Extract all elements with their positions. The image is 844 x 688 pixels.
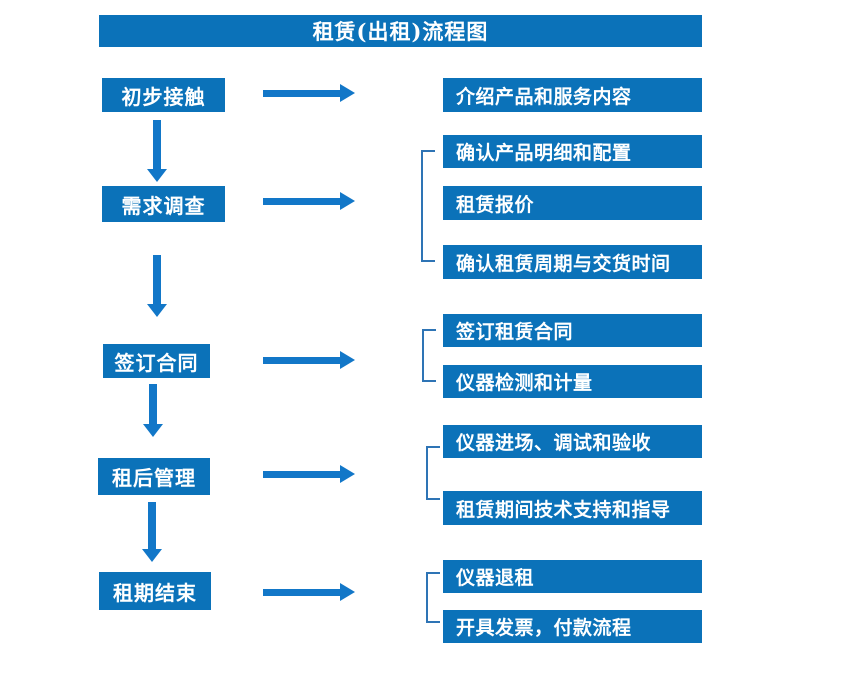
down-arrow-3 xyxy=(143,384,163,437)
arrow-head-icon xyxy=(147,169,167,182)
arrow-head-icon xyxy=(142,549,162,562)
output-box-confirm-rental-period-delivery: 确认租赁周期与交货时间 xyxy=(443,245,702,279)
arrow-head-icon xyxy=(147,304,167,317)
right-arrow-rental-end xyxy=(263,583,355,601)
bracket-group-demand-survey xyxy=(421,150,435,262)
arrow-line xyxy=(153,255,161,304)
output-box-instrument-return: 仪器退租 xyxy=(443,560,702,593)
stage-box-initial-contact: 初步接触 xyxy=(102,78,225,112)
arrow-line xyxy=(149,384,157,424)
bracket-group-post-rental-management xyxy=(426,446,440,500)
stage-box-demand-survey: 需求调查 xyxy=(102,186,225,222)
arrow-line xyxy=(263,89,340,97)
arrow-head-icon xyxy=(340,583,355,601)
output-box-instrument-inspection-measurement: 仪器检测和计量 xyxy=(443,365,702,398)
arrow-line xyxy=(153,120,161,169)
right-arrow-post-rental-management xyxy=(263,465,355,483)
output-box-invoice-payment-process: 开具发票，付款流程 xyxy=(443,610,702,643)
down-arrow-1 xyxy=(147,120,167,182)
output-box-introduce-products-services: 介绍产品和服务内容 xyxy=(443,78,702,112)
output-box-instrument-entry-commissioning-acceptance: 仪器进场、调试和验收 xyxy=(443,425,702,458)
output-box-technical-support-guidance: 租赁期间技术支持和指导 xyxy=(443,491,702,525)
arrow-line xyxy=(263,197,340,205)
output-box-rental-quotation: 租赁报价 xyxy=(443,186,702,220)
stage-box-post-rental-management: 租后管理 xyxy=(98,458,210,495)
output-box-sign-rental-contract: 签订租赁合同 xyxy=(443,314,702,347)
arrow-line xyxy=(263,470,340,478)
stage-box-rental-end: 租期结束 xyxy=(99,572,211,610)
arrow-head-icon xyxy=(143,424,163,437)
arrow-head-icon xyxy=(340,351,355,369)
arrow-head-icon xyxy=(340,84,355,102)
flowchart-title: 租赁(出租)流程图 xyxy=(99,15,702,47)
down-arrow-2 xyxy=(147,255,167,317)
right-arrow-sign-contract xyxy=(263,351,355,369)
stage-box-sign-contract: 签订合同 xyxy=(103,344,210,378)
bracket-group-sign-contract xyxy=(422,329,436,382)
arrow-head-icon xyxy=(340,465,355,483)
arrow-line xyxy=(148,502,156,549)
output-box-confirm-product-details: 确认产品明细和配置 xyxy=(443,135,702,168)
right-arrow-initial-contact xyxy=(263,84,355,102)
bracket-group-rental-end xyxy=(426,572,440,623)
arrow-line xyxy=(263,588,340,596)
arrow-line xyxy=(263,356,340,364)
arrow-head-icon xyxy=(340,192,355,210)
right-arrow-demand-survey xyxy=(263,192,355,210)
down-arrow-4 xyxy=(142,502,162,562)
